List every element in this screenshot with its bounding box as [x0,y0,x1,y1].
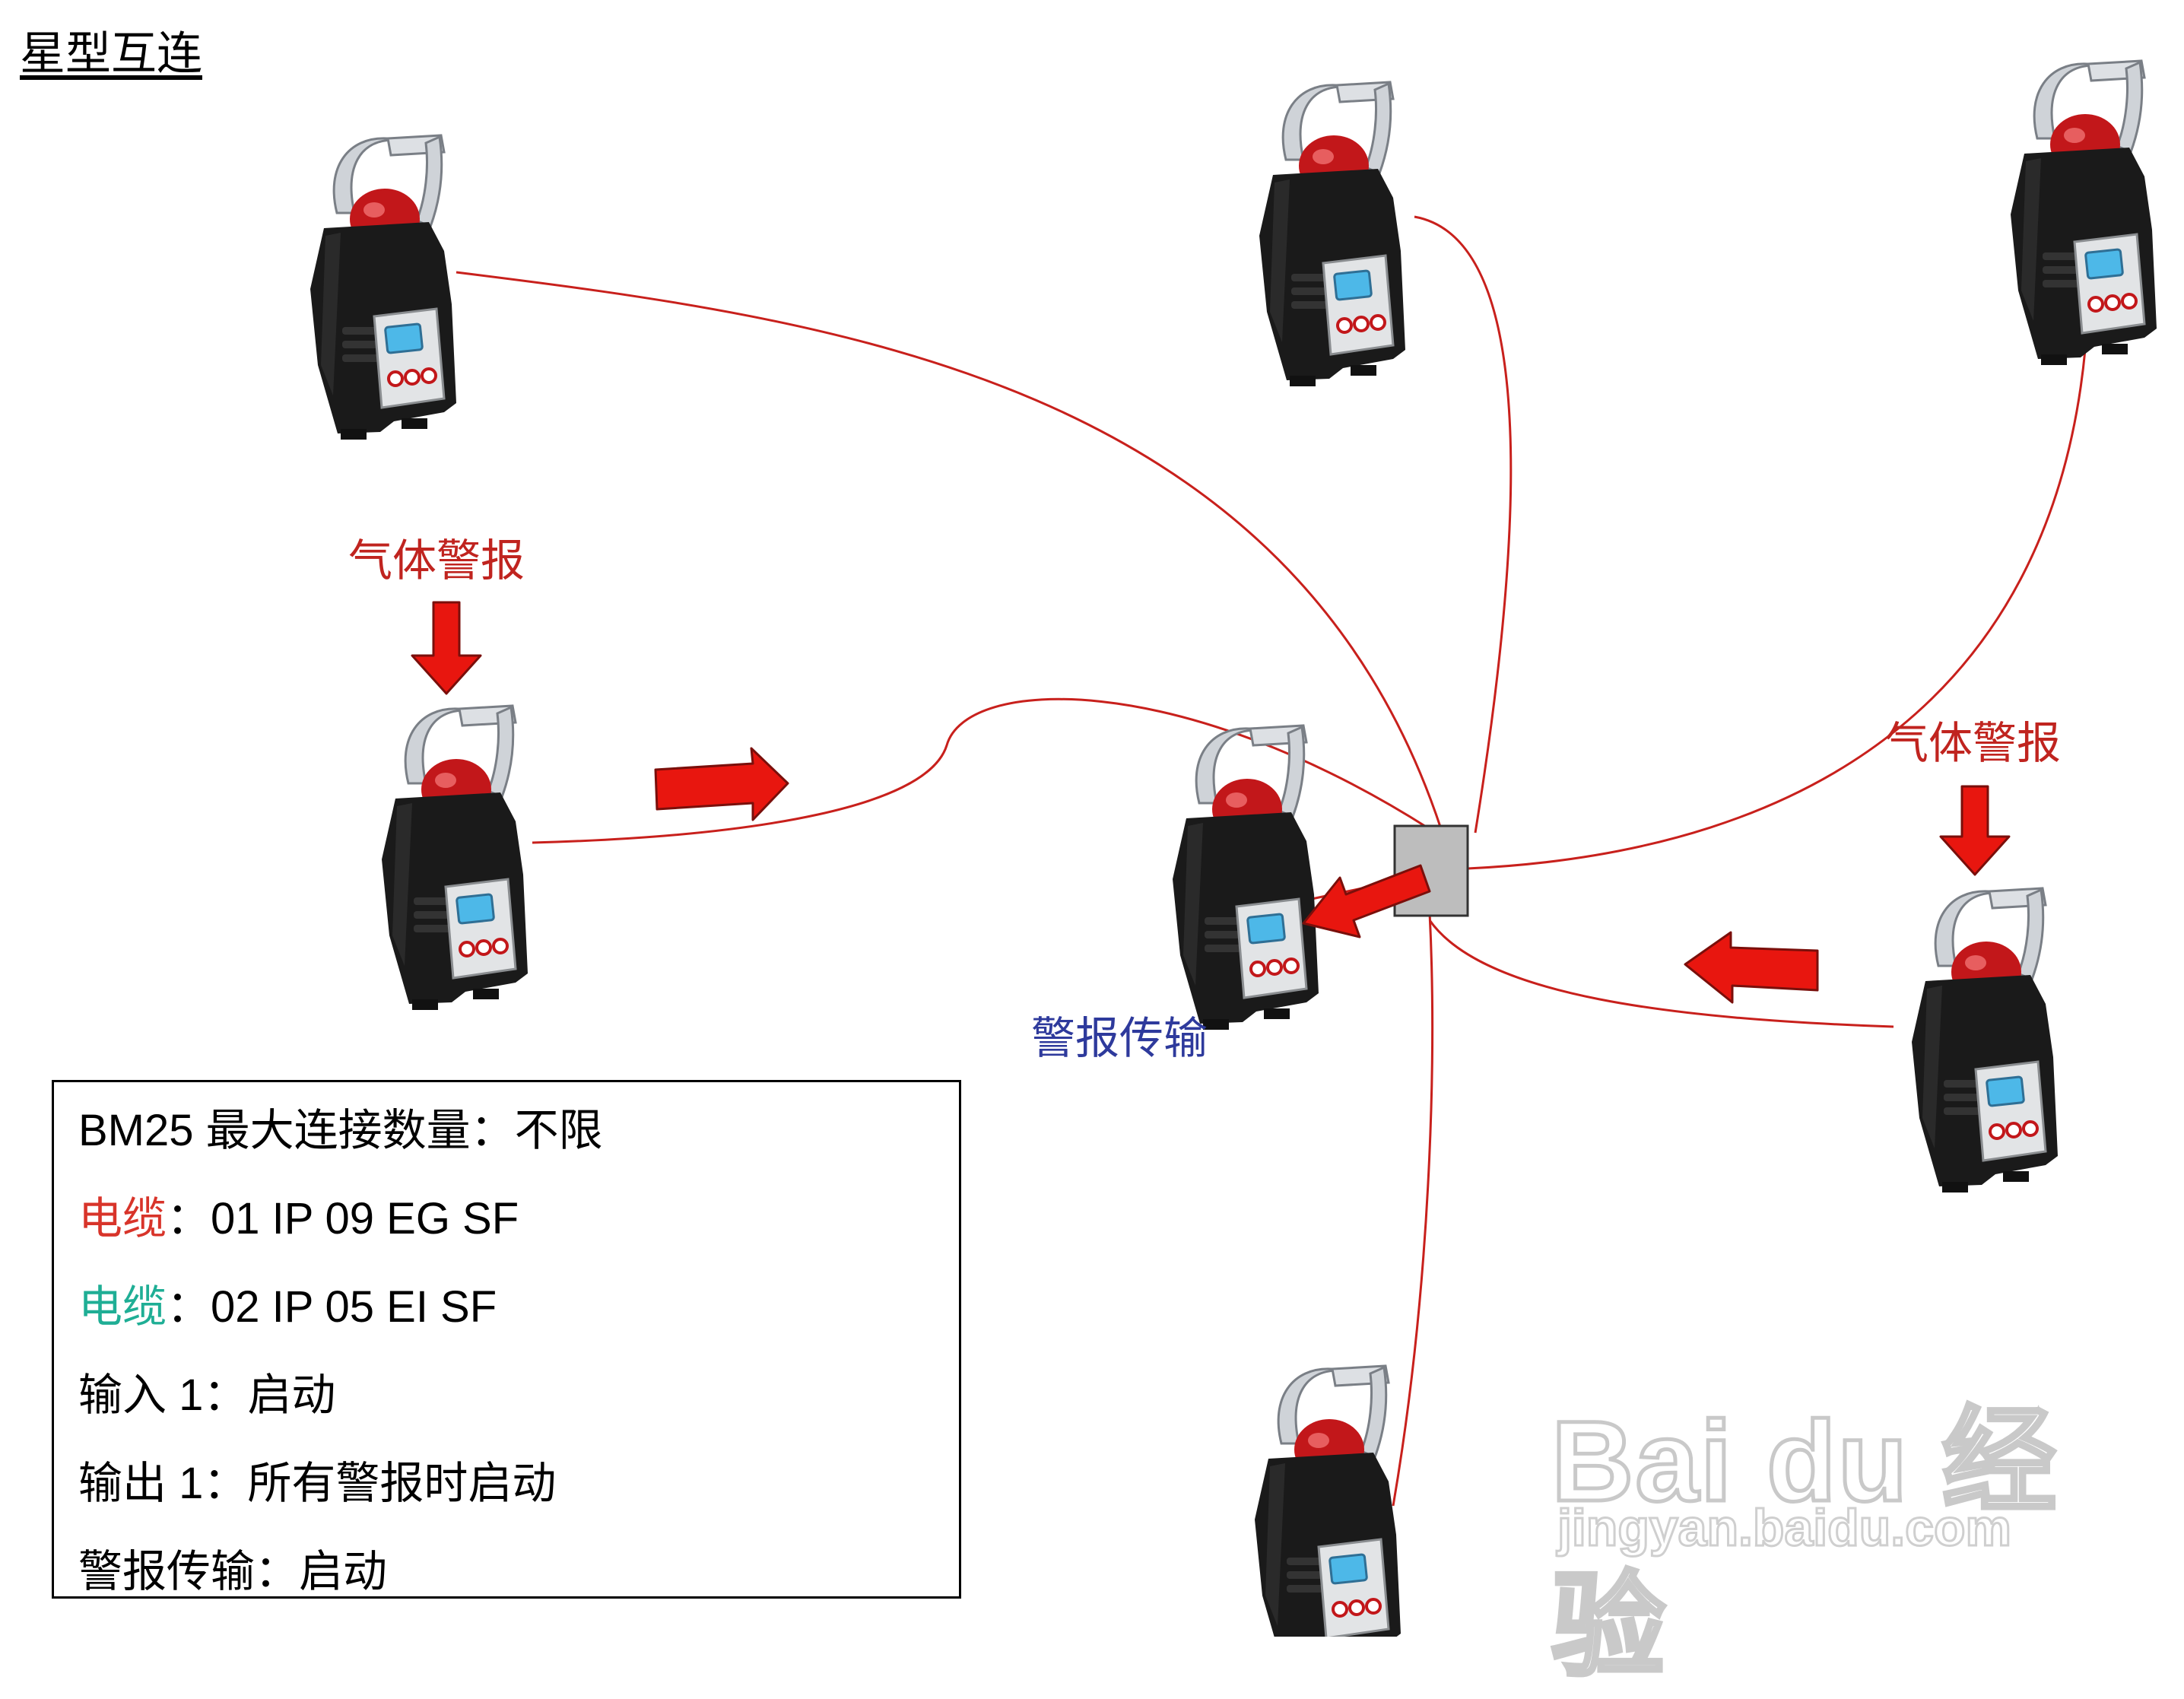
bm25-device-middle-left [380,704,529,1011]
bm25-device-top-right [2009,59,2158,367]
star-interconnect-diagram [309,59,2158,1637]
arrow-down-left [411,601,482,695]
slide-title: 星型互连 [20,27,202,81]
cable-top-right [1467,349,2087,870]
arrow-down-right [1939,785,2011,876]
cable-top-middle [1414,215,1513,834]
cable-bottom [1392,912,1433,1507]
info-alarm-transmission: 警报传输：启动 [78,1547,388,1596]
info-cable-1: 电缆：01 IP 09 EG SF [78,1183,519,1246]
bm25-device-top-middle [1258,81,1407,388]
cable-top-left [456,271,1443,830]
arrow-right-middle [654,747,789,821]
gas-alarm-label-right: 气体警报 [1884,717,2062,769]
baidu-watermark: Bai du 经验 jingyan.baidu.com [1550,1354,2099,1692]
bm25-device-center [1171,724,1320,1031]
info-input-1: 输入 1：启动 [78,1370,336,1420]
cable-1-value: ：01 IP 09 EG SF [167,1194,519,1243]
cable-2-label: 电缆 [78,1281,167,1332]
info-max-connections: BM25 最大连接数量：不限 [78,1106,603,1155]
watermark-url: jingyan.baidu.com [1557,1498,2013,1558]
bm25-device-right [1910,887,2059,1194]
gas-alarm-label-left: 气体警报 [348,535,525,586]
arrow-into-center-device [1302,864,1431,938]
bm25-device-top-left [309,134,458,441]
cable-1-label: 电缆 [78,1192,167,1244]
slide: { "title": "星型互连", "labels": { "gas_alar… [20,27,2158,1692]
cables [456,215,2087,1507]
bm25-device-bottom [1253,1364,1402,1637]
cable-right [1428,919,1894,1028]
info-output-1: 输出 1：所有警报时启动 [78,1459,557,1508]
alarm-transmission-label: 警报传输 [1031,1012,1208,1064]
cable-2-value: ：02 IP 05 EI SF [167,1282,497,1332]
info-cable-2: 电缆：02 IP 05 EI SF [78,1271,497,1335]
settings-info-box: BM25 最大连接数量：不限 电缆：01 IP 09 EG SF 电缆：02 I… [52,1080,961,1599]
arrow-left-right [1684,931,1819,1004]
cable-middle-left [532,697,1430,844]
